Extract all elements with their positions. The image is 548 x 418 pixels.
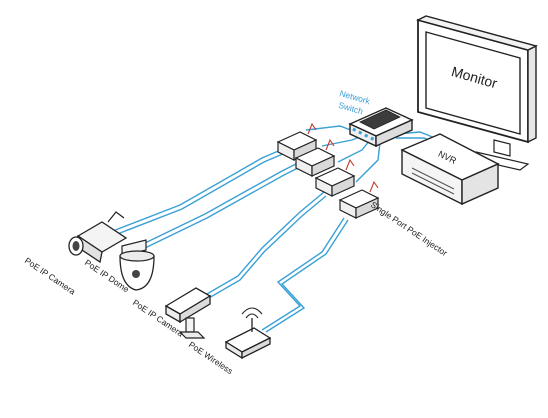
cable-camera2-injector3 [199,191,325,299]
wireless-ap-icon [224,307,272,360]
cable-wireless-injector4 [261,217,345,331]
cable-wireless-injector4-b [265,219,349,333]
poe-injector-1-icon [276,122,318,161]
cable-injector3-switch [337,139,371,163]
bullet-camera-icon [68,211,128,264]
cable-camera1-injector1-b [101,149,293,241]
poe-injector-2-icon [294,138,336,177]
cable-camera2-injector3-b [201,195,327,303]
box-camera-icon [164,287,212,339]
network-switch-icon [348,107,414,148]
poe-injector-4-icon [338,180,380,219]
cable-group [99,125,445,333]
cable-dome-injector2-b [144,161,311,249]
cable-camera1-injector1 [99,145,291,237]
poe-injector-3-icon [314,158,356,197]
dome-camera-icon [119,239,155,291]
device-label-camera-1: PoE IP Camera [23,255,78,296]
injector-label: Single Port PoE Injector [369,199,450,258]
nvr-icon [400,133,500,206]
monitor-icon [416,15,538,171]
cable-injector4-switch [355,141,381,183]
cable-dome-injector2 [142,157,309,245]
